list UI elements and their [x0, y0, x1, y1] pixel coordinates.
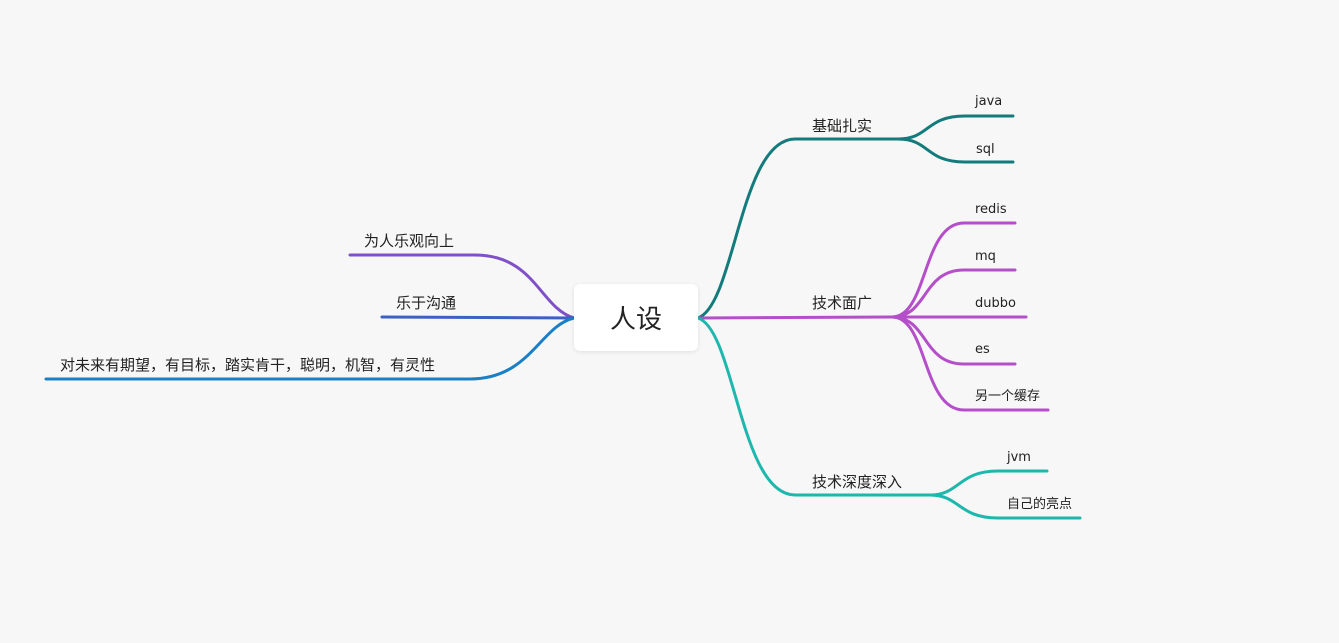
connector-es	[890, 315, 1017, 366]
node-depth[interactable]: 技术深度深入	[812, 473, 903, 491]
node-redis[interactable]: redis	[975, 202, 1007, 217]
connector-redis	[890, 221, 1017, 319]
node-java[interactable]: java	[975, 94, 1003, 109]
node-mq[interactable]: mq	[975, 249, 996, 264]
node-es[interactable]: es	[975, 342, 990, 357]
node-highlight[interactable]: 自己的亮点	[1007, 497, 1073, 512]
connector-highlight	[928, 493, 1082, 520]
connector-cache	[890, 315, 1050, 412]
connector-breadth	[696, 315, 894, 320]
node-basics[interactable]: 基础扎实	[812, 117, 873, 135]
node-breadth[interactable]: 技术面广	[812, 294, 873, 312]
node-dubbo[interactable]: dubbo	[975, 296, 1016, 311]
connector-communication	[380, 315, 576, 320]
connector-mq	[890, 268, 1017, 319]
node-aspiration[interactable]: 对未来有期望，有目标，踏实肯干，聪明，机智，有灵性	[60, 356, 436, 374]
node-cache[interactable]: 另一个缓存	[975, 389, 1041, 404]
connector-optimistic	[348, 253, 576, 320]
connector-basics	[696, 137, 900, 320]
node-jvm[interactable]: jvm	[1007, 450, 1031, 465]
connector-depth	[696, 316, 932, 497]
connector-sql	[896, 137, 1015, 164]
node-optimistic[interactable]: 为人乐观向上	[364, 232, 455, 250]
root-node[interactable]: 人设	[574, 284, 698, 351]
connector-aspiration	[44, 316, 576, 381]
node-communication[interactable]: 乐于沟通	[396, 294, 457, 312]
node-sql[interactable]: sql	[976, 142, 995, 157]
connector-jvm	[928, 469, 1049, 497]
connector-java	[896, 114, 1015, 141]
root-label: 人设	[609, 305, 662, 335]
